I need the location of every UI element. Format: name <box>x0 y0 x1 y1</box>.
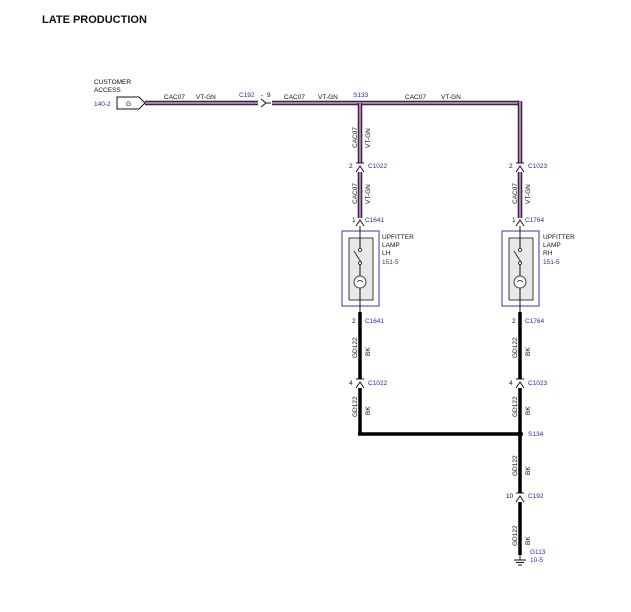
ground-g113-ref: 10-5 <box>530 557 543 564</box>
right-wire2-circuit: CAC07 <box>512 183 519 204</box>
svg-text:10: 10 <box>506 493 514 500</box>
svg-text:C1764: C1764 <box>525 217 545 224</box>
left-wire1-color: VT-GN <box>365 128 372 148</box>
svg-text:C1641: C1641 <box>365 217 385 224</box>
right-wire2-color: VT-GN <box>525 184 532 204</box>
left-lamp-connector-bottom: 2 C1641 <box>352 318 385 325</box>
svg-text:C1023: C1023 <box>528 163 548 170</box>
customer-access-connector-shape <box>116 96 146 110</box>
lamp-lh-switch-icon <box>353 250 362 263</box>
left-gnd2-color: BK <box>365 406 372 415</box>
right-connector-c1023-bottom: 4 C1023 <box>509 378 548 389</box>
left-gnd2-circuit: GD122 <box>352 396 359 417</box>
svg-text:1: 1 <box>512 217 516 224</box>
svg-text:140-2: 140-2 <box>94 101 111 108</box>
customer-access: CUSTOMER ACCESS 140-2 G <box>94 79 146 110</box>
top-connector-pin: 9 <box>267 92 271 99</box>
lamp-rh-switch-icon <box>513 250 522 263</box>
left-lamp-connector-top: 1 C1641 <box>352 217 385 227</box>
left-gnd1-circuit: GD122 <box>352 337 359 358</box>
top-seg2-color: VT-GN <box>318 94 338 101</box>
svg-text:LAMP: LAMP <box>543 242 561 249</box>
svg-text:4: 4 <box>509 380 513 387</box>
splice-s133: S133 <box>353 92 369 99</box>
svg-text:C1023: C1023 <box>528 380 548 387</box>
right-gnd1-color: BK <box>525 347 532 356</box>
lamp-lh-bulb-icon <box>353 275 367 289</box>
svg-text:2: 2 <box>352 318 356 325</box>
right-gnd4-circuit: GD122 <box>512 525 519 546</box>
c192-inline-connector <box>260 98 267 108</box>
left-wire1-circuit: CAC07 <box>352 127 359 148</box>
svg-text:ACCESS: ACCESS <box>94 87 121 94</box>
left-gnd1-color: BK <box>365 347 372 356</box>
left-wire2-circuit: CAC07 <box>352 183 359 204</box>
upfitter-lamp-lh: UPFITTER LAMP LH 151-5 <box>341 226 414 312</box>
left-connector-c1022-bottom: 4 C1022 <box>349 378 388 389</box>
svg-text:C1022: C1022 <box>368 380 388 387</box>
left-wire2-color: VT-GN <box>365 184 372 204</box>
ground-g113-icon <box>514 555 526 566</box>
svg-text:C1022: C1022 <box>368 163 388 170</box>
svg-text:2: 2 <box>512 318 516 325</box>
top-seg3-circuit: CAC07 <box>405 94 426 101</box>
svg-text:C192: C192 <box>528 493 544 500</box>
svg-text:2: 2 <box>349 163 353 170</box>
svg-text:LH: LH <box>382 250 391 257</box>
svg-text:4: 4 <box>349 380 353 387</box>
ground-wires <box>358 312 522 555</box>
svg-text:UPFITTER: UPFITTER <box>382 234 414 241</box>
right-gnd4-color: BK <box>525 536 532 545</box>
right-gnd2-circuit: GD122 <box>512 396 519 417</box>
right-gnd2-color: BK <box>525 406 532 415</box>
right-gnd1-circuit: GD122 <box>512 337 519 358</box>
right-connector-c1023-top: 2 C1023 <box>509 162 548 173</box>
top-seg1-circuit: CAC07 <box>164 94 185 101</box>
signal-wires <box>145 100 523 218</box>
right-lamp-connector-bottom: 2 C1764 <box>512 318 545 325</box>
svg-text:LAMP: LAMP <box>382 242 400 249</box>
ground-g113: G113 <box>530 549 546 556</box>
right-lamp-connector-top: 1 C1764 <box>512 217 545 227</box>
svg-text:RH: RH <box>543 250 553 257</box>
svg-text:1: 1 <box>352 217 356 224</box>
lamp-rh-bulb-icon <box>513 275 527 289</box>
top-seg3-color: VT-GN <box>441 94 461 101</box>
svg-text:C1764: C1764 <box>525 318 545 325</box>
left-connector-c1022-top: 2 C1022 <box>349 162 388 173</box>
svg-text:151-5: 151-5 <box>382 259 399 266</box>
svg-text:UPFITTER: UPFITTER <box>543 234 575 241</box>
top-seg1-color: VT-GN <box>196 94 216 101</box>
splice-s134: S134 <box>528 431 544 438</box>
page-title: LATE PRODUCTION <box>42 14 147 26</box>
right-connector-c192: 10 C192 <box>506 492 544 503</box>
top-connector-sep: - <box>261 92 263 99</box>
top-connector-c192: C192 <box>239 92 255 99</box>
customer-access-pin: G <box>126 101 131 108</box>
top-seg2-circuit: CAC07 <box>284 94 305 101</box>
right-gnd3-color: BK <box>525 466 532 475</box>
upfitter-lamp-rh: UPFITTER LAMP RH 151-5 <box>501 226 575 312</box>
splice-s134-dot <box>517 431 523 437</box>
svg-text:CUSTOMER: CUSTOMER <box>94 79 131 86</box>
svg-text:151-5: 151-5 <box>543 259 560 266</box>
right-gnd3-circuit: GD122 <box>512 455 519 476</box>
svg-text:2: 2 <box>509 163 513 170</box>
svg-text:C1641: C1641 <box>365 318 385 325</box>
